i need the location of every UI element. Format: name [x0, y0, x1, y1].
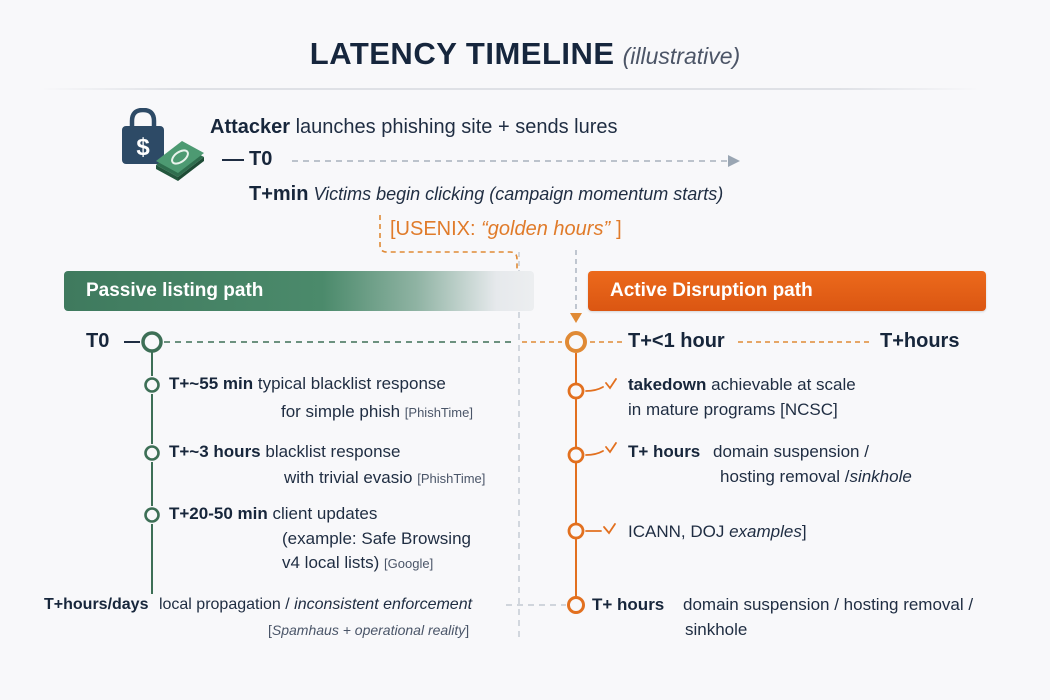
- check-icon: [603, 523, 616, 535]
- down-arrow-icon: [570, 313, 582, 323]
- active-event-2-line2: hosting removal /sinkhole: [720, 467, 912, 486]
- passive-event-1: T+~55 min typical blacklist response: [169, 374, 446, 393]
- active-node-1: [567, 382, 585, 400]
- attacker-t0-label: T0: [249, 148, 273, 170]
- active-start-node: [565, 331, 587, 353]
- lock-dollar-icon: $: [122, 108, 164, 164]
- passive-event-1-line2: for simple phish [PhishTime]: [281, 402, 473, 421]
- passive-event-3-line3: v4 local lists) [Google]: [282, 553, 434, 572]
- passive-start-label: T0: [86, 330, 110, 352]
- active-node-3: [567, 522, 585, 540]
- passive-node-3: [144, 507, 160, 523]
- active-final-node: [567, 596, 585, 614]
- active-path-label: Active Disruption path: [610, 280, 813, 301]
- cash-stack-icon: [156, 141, 204, 181]
- active-event-2: T+ hours domain suspension /: [628, 442, 869, 461]
- passive-node-1: [144, 377, 160, 393]
- diagram-title: LATENCY TIMELINE (illustrative): [0, 36, 1050, 72]
- passive-event-3: T+20-50 min client updates: [169, 504, 378, 523]
- active-final-event: T+ hours domain suspension / hosting rem…: [592, 595, 974, 614]
- passive-final-citation: [Spamhaus + operational reality]: [268, 622, 470, 638]
- title-subtitle: (illustrative): [622, 43, 741, 69]
- passive-path-band: Passive listing path: [64, 271, 534, 311]
- attacker-headline: Attacker launches phishing site + sends …: [210, 116, 618, 138]
- passive-event-3-line2: (example: Safe Browsing: [282, 529, 471, 548]
- active-start-label: T+<1 hour: [628, 330, 725, 352]
- active-node-2: [567, 446, 585, 464]
- usenix-bracket-connector: [379, 215, 518, 272]
- title-text: LATENCY TIMELINE: [309, 36, 615, 71]
- active-path-band: Active Disruption path: [588, 271, 986, 311]
- tmin-row: T+min Victims begin clicking (campaign m…: [249, 183, 724, 205]
- passive-event-2-line2: with trivial evasio [PhishTime]: [284, 468, 486, 487]
- arrow-head-icon: [728, 155, 740, 167]
- passive-event-2: T+~3 hours blacklist response: [169, 442, 401, 461]
- passive-start-node: [141, 331, 163, 353]
- svg-text:$: $: [136, 134, 150, 161]
- passive-path-label: Passive listing path: [86, 280, 264, 301]
- check-icon: [605, 442, 617, 454]
- active-end-label: T+hours: [880, 330, 960, 352]
- active-event-1: takedown achievable at scale: [628, 375, 856, 394]
- active-final-event-line2: sinkhole: [685, 620, 748, 639]
- active-event-3: ICANN, DOJ examples]: [628, 522, 807, 541]
- title-divider: [40, 88, 980, 90]
- passive-node-2: [144, 445, 160, 461]
- check-icon: [605, 378, 617, 390]
- citation: [PhishTime]: [404, 405, 473, 420]
- usenix-citation: [USENIX: “golden hours”]: [390, 218, 622, 240]
- active-event-1-line2: in mature programs [NCSC]: [628, 400, 838, 419]
- citation: [PhishTime]: [417, 471, 486, 486]
- passive-final-event: T+hours/days local propagation / inconsi…: [44, 596, 473, 613]
- citation: [Google]: [384, 556, 434, 571]
